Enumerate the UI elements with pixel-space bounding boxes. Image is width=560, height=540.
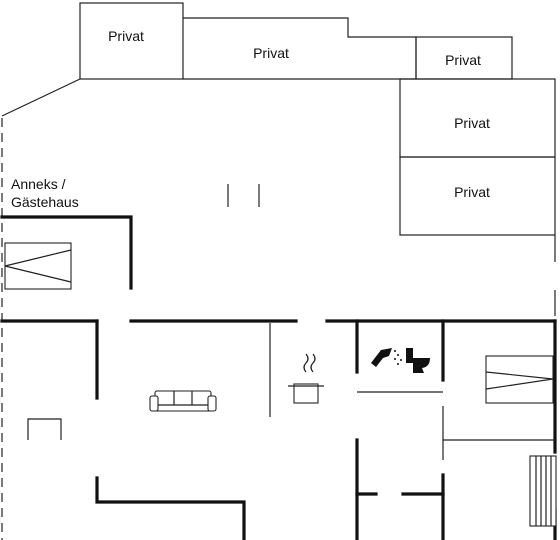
- private-area: Privat Privat Privat Privat Privat: [79, 2, 556, 236]
- interior-partitions: [269, 323, 555, 460]
- room-label-privat-4: Privat: [454, 115, 490, 131]
- bed-icon: [4, 242, 72, 290]
- annex-wall: [0, 215, 133, 290]
- room-label-privat-2: Privat: [253, 45, 289, 61]
- room-privat-5: [399, 156, 556, 236]
- annex-label-line2: Gästehaus: [11, 194, 79, 210]
- wall-living-south: [95, 476, 246, 540]
- room-privat-1: [79, 2, 184, 80]
- roof-diagonal: [1, 78, 81, 117]
- annex-room: Anneks / Gästehaus: [0, 176, 133, 290]
- room-label-privat-1: Privat: [108, 28, 144, 44]
- room-label-privat-3: Privat: [445, 52, 481, 68]
- room-label-privat-5: Privat: [454, 184, 490, 200]
- shower-icon: [371, 348, 402, 367]
- table-icon: [27, 418, 62, 440]
- cooking-pot-icon: [288, 353, 324, 404]
- main-walls: [0, 319, 557, 540]
- bed-icon-bedroom: [485, 355, 554, 404]
- room-privat-2: [183, 17, 417, 80]
- toilet-icon: [406, 348, 430, 373]
- sofa-icon: [149, 390, 217, 412]
- annex-label-line1: Anneks /: [11, 176, 66, 192]
- outline: [1, 78, 556, 540]
- radiator-icon: [529, 455, 557, 527]
